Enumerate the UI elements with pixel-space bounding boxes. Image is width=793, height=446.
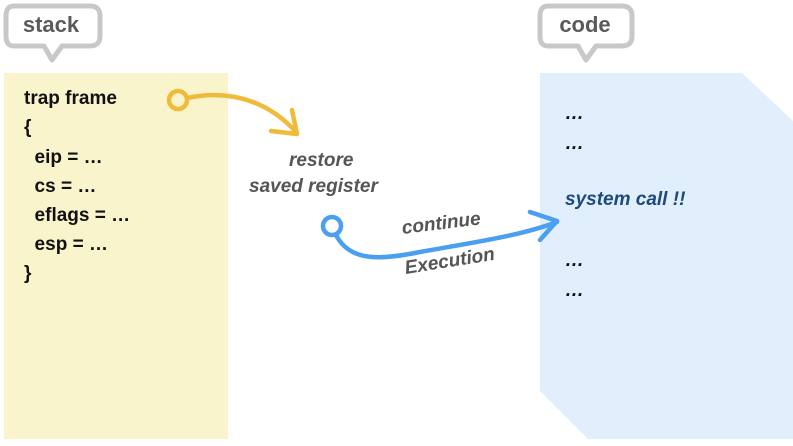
- stack-bubble: [3, 3, 103, 63]
- code-bubble-outline: [537, 3, 635, 63]
- stack-line-eflags: eflags = …: [24, 205, 131, 226]
- continue-arrow-head: [527, 209, 560, 243]
- code-line-system-call: system call !!: [565, 189, 686, 210]
- stack-bubble-outline: [3, 3, 103, 63]
- stack-line-close-brace: }: [24, 263, 32, 284]
- restore-arrow: [166, 88, 300, 137]
- code-label: code: [559, 12, 611, 37]
- stack-line-eip: eip = …: [24, 147, 103, 168]
- continue-arrow-origin: [320, 214, 344, 238]
- restore-label-line2: saved register: [249, 176, 378, 197]
- code-bubble: [537, 3, 635, 63]
- code-panel: [540, 73, 793, 439]
- stack-line-cs: cs = …: [24, 176, 97, 197]
- code-line-ellipsis: …: [565, 133, 584, 154]
- code-line-ellipsis: …: [565, 280, 584, 301]
- stack-line-trap-frame: trap frame: [24, 88, 117, 109]
- continue-arrow: [320, 209, 560, 260]
- continue-arrow-path: [333, 219, 560, 260]
- restore-arrow-head: [268, 107, 300, 137]
- stack-line-open-brace: {: [24, 117, 32, 138]
- code-line-ellipsis: …: [565, 103, 584, 124]
- restore-arrow-origin: [166, 88, 190, 112]
- stack-line-esp: esp = …: [24, 234, 108, 255]
- stack-label: stack: [22, 12, 80, 37]
- stack-panel: [4, 73, 228, 439]
- code-line-ellipsis: …: [565, 250, 584, 271]
- restore-arrow-path: [184, 92, 299, 135]
- restore-label-line1: restore: [289, 150, 354, 171]
